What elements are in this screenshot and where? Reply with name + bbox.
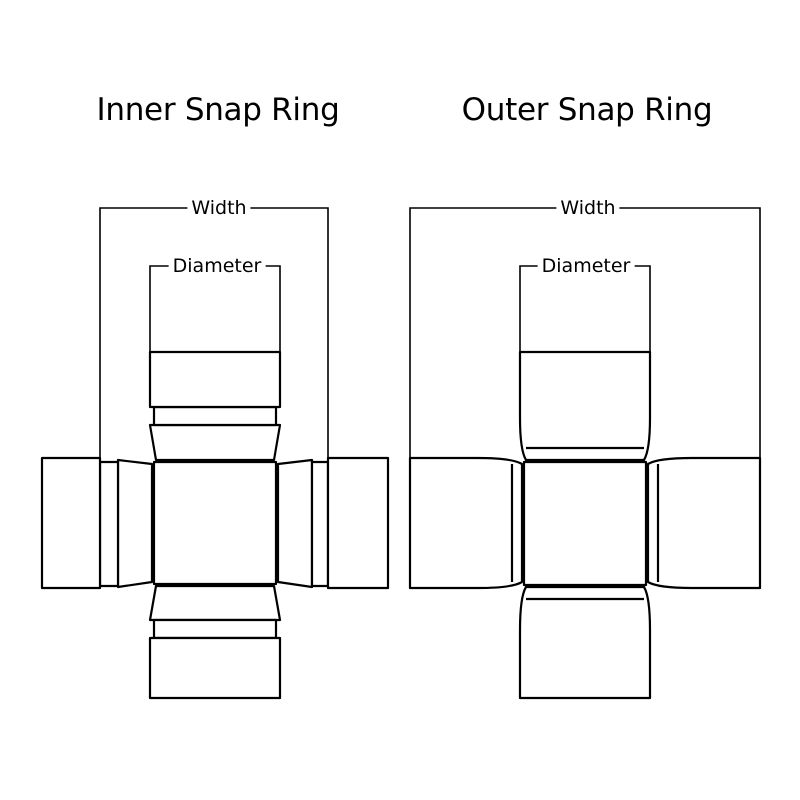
- inner-right-snap-ring: [310, 460, 330, 588]
- inner-bottom-bearing-cup: [148, 636, 282, 700]
- outer-bottom-bearing-cup: [518, 585, 652, 700]
- inner-bottom-cap-taper: [148, 584, 282, 622]
- inner-snap-ring-title: Inner Snap Ring: [96, 92, 340, 128]
- outer-snap-ring-u-joint: [408, 207, 762, 700]
- inner-cross-body: [152, 460, 278, 586]
- inner-diameter-label: Diameter: [168, 255, 266, 277]
- outer-cross-body: [522, 460, 648, 587]
- inner-top-cap-taper: [148, 423, 282, 462]
- inner-left-bearing-cup: [40, 456, 102, 590]
- inner-width-label: Width: [187, 197, 251, 219]
- outer-right-bearing-cup: [646, 456, 762, 590]
- inner-right-bearing-cup: [326, 456, 390, 590]
- outer-diameter-dimension-line: [519, 265, 651, 352]
- inner-top-snap-ring: [152, 405, 278, 427]
- inner-left-cap-taper: [116, 458, 154, 589]
- outer-width-label: Width: [556, 197, 620, 219]
- outer-left-bearing-cup: [408, 456, 524, 590]
- inner-right-cap-taper: [276, 458, 314, 589]
- outer-snap-ring-title: Outer Snap Ring: [461, 92, 713, 128]
- inner-top-bearing-cup: [148, 350, 282, 409]
- outer-top-bearing-cup: [518, 350, 652, 462]
- inner-left-snap-ring: [98, 460, 120, 588]
- inner-diameter-dimension-line: [149, 265, 281, 352]
- outer-diameter-label: Diameter: [537, 255, 635, 277]
- inner-bottom-snap-ring: [152, 618, 278, 640]
- inner-snap-ring-u-joint: [40, 207, 390, 700]
